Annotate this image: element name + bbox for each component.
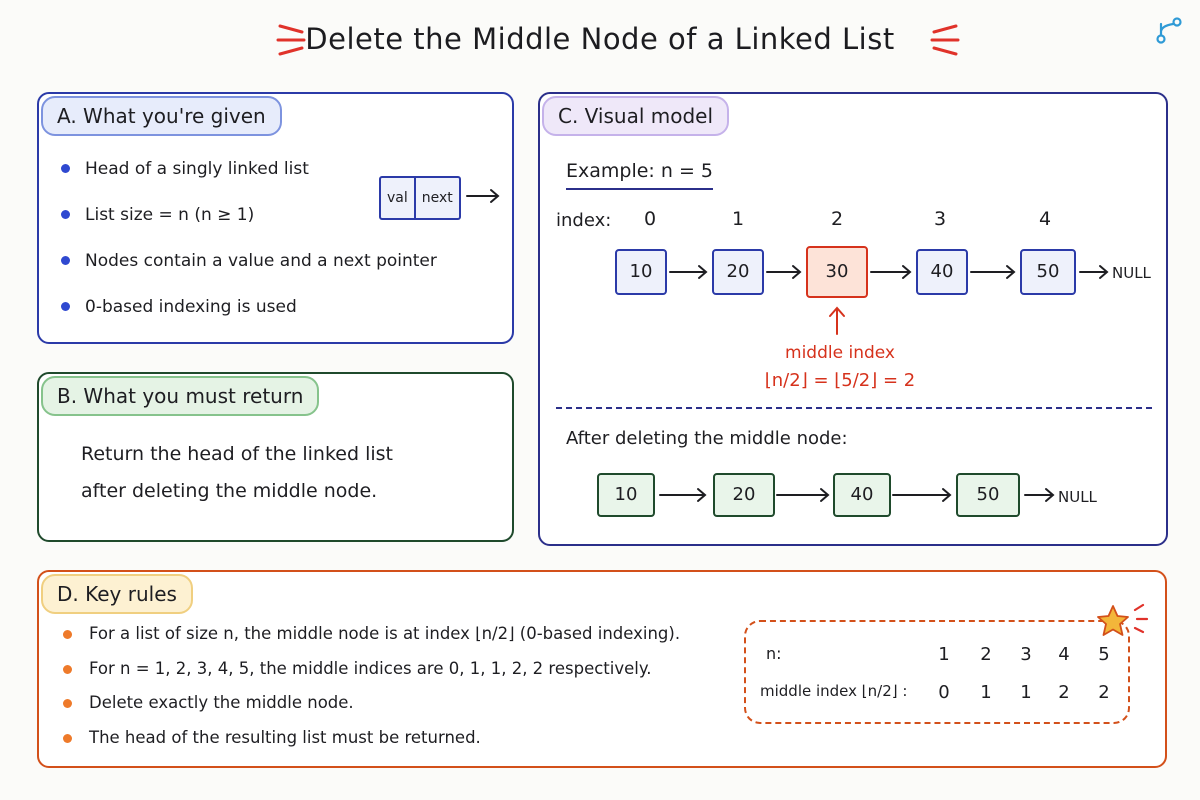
result-node: 40 (833, 473, 891, 517)
result-node: 50 (956, 473, 1020, 517)
list-item: Head of a singly linked list (61, 156, 437, 202)
panel-key-rules: D. Key rules For a list of size n, the m… (37, 570, 1167, 768)
list-node: 20 (712, 249, 764, 295)
section-divider (556, 407, 1152, 409)
null-label: NULL (1058, 488, 1097, 506)
list-item: For a list of size n, the middle node is… (63, 622, 680, 657)
given-bullet-list: Head of a singly linked list List size =… (61, 156, 437, 340)
index-value: 0 (643, 208, 657, 230)
middle-index-table: n: middle index ⌊n/2⌋ : 1 2 3 4 5 0 1 1 … (744, 620, 1130, 724)
panel-given-heading: A. What you're given (41, 96, 282, 136)
list-node: 10 (615, 249, 667, 295)
list-item: The head of the resulting list must be r… (63, 726, 680, 761)
result-node: 10 (597, 473, 655, 517)
panel-return: B. What you must return Return the head … (37, 372, 514, 542)
panel-return-heading: B. What you must return (41, 376, 320, 416)
table-cell-n: 5 (1098, 644, 1110, 665)
spark-lines-icon (276, 24, 306, 56)
table-cell-n: 4 (1058, 644, 1070, 665)
git-branch-icon (1156, 17, 1182, 44)
arrow-right-icon (466, 189, 500, 203)
spark-lines-icon (930, 24, 960, 56)
list-item: Delete exactly the middle node. (63, 691, 680, 726)
panel-rules-heading: D. Key rules (41, 574, 193, 614)
node-next-cell: next (413, 178, 459, 218)
panel-given: A. What you're given Head of a singly li… (37, 92, 514, 344)
table-row-label-n: n: (766, 644, 782, 663)
return-line: Return the head of the linked list (81, 443, 393, 465)
table-cell-mid: 1 (980, 682, 992, 703)
table-row-label-mid: middle index ⌊n/2⌋ : (760, 682, 908, 700)
return-description: Return the head of the linked list after… (81, 436, 481, 510)
return-line: after deleting the middle node. (81, 480, 378, 502)
list-item: List size = n (n ≥ 1) (61, 202, 437, 248)
table-cell-mid: 1 (1020, 682, 1032, 703)
table-cell-n: 1 (938, 644, 950, 665)
list-node: 50 (1020, 249, 1076, 295)
index-value: 2 (830, 208, 844, 230)
node-val-cell: val (387, 190, 408, 206)
table-cell-mid: 2 (1058, 682, 1070, 703)
middle-node: 30 (806, 246, 868, 298)
table-cell-mid: 0 (938, 682, 950, 703)
table-cell-n: 2 (980, 644, 992, 665)
index-value: 4 (1038, 208, 1052, 230)
middle-index-label: middle index (785, 343, 895, 363)
index-value: 3 (933, 208, 947, 230)
page-title: Delete the Middle Node of a Linked List (305, 22, 895, 56)
node-box: val next (379, 176, 461, 220)
index-value: 1 (731, 208, 745, 230)
index-label: index: (556, 210, 612, 231)
panel-visual-heading: C. Visual model (542, 96, 730, 136)
middle-index-formula: ⌊n/2⌋ = ⌊5/2⌋ = 2 (764, 370, 916, 391)
list-arrows (659, 265, 1109, 502)
list-item: Nodes contain a value and a next pointer (61, 248, 437, 294)
list-node: 40 (916, 249, 968, 295)
table-cell-mid: 2 (1098, 682, 1110, 703)
list-item: For n = 1, 2, 3, 4, 5, the middle indice… (63, 657, 680, 692)
table-cell-n: 3 (1020, 644, 1032, 665)
after-delete-label: After deleting the middle node: (566, 428, 848, 449)
middle-index-annotation: middle index ⌊n/2⌋ = ⌊5/2⌋ = 2 (740, 339, 940, 395)
result-node: 20 (713, 473, 775, 517)
rules-bullet-list: For a list of size n, the middle node is… (63, 622, 680, 760)
panel-visual-model: C. Visual model Example: n = 5 index: 0 … (538, 92, 1168, 546)
example-label: Example: n = 5 (566, 160, 713, 190)
star-icon (1097, 603, 1149, 636)
null-label: NULL (1112, 264, 1151, 282)
list-item: 0-based indexing is used (61, 294, 437, 340)
